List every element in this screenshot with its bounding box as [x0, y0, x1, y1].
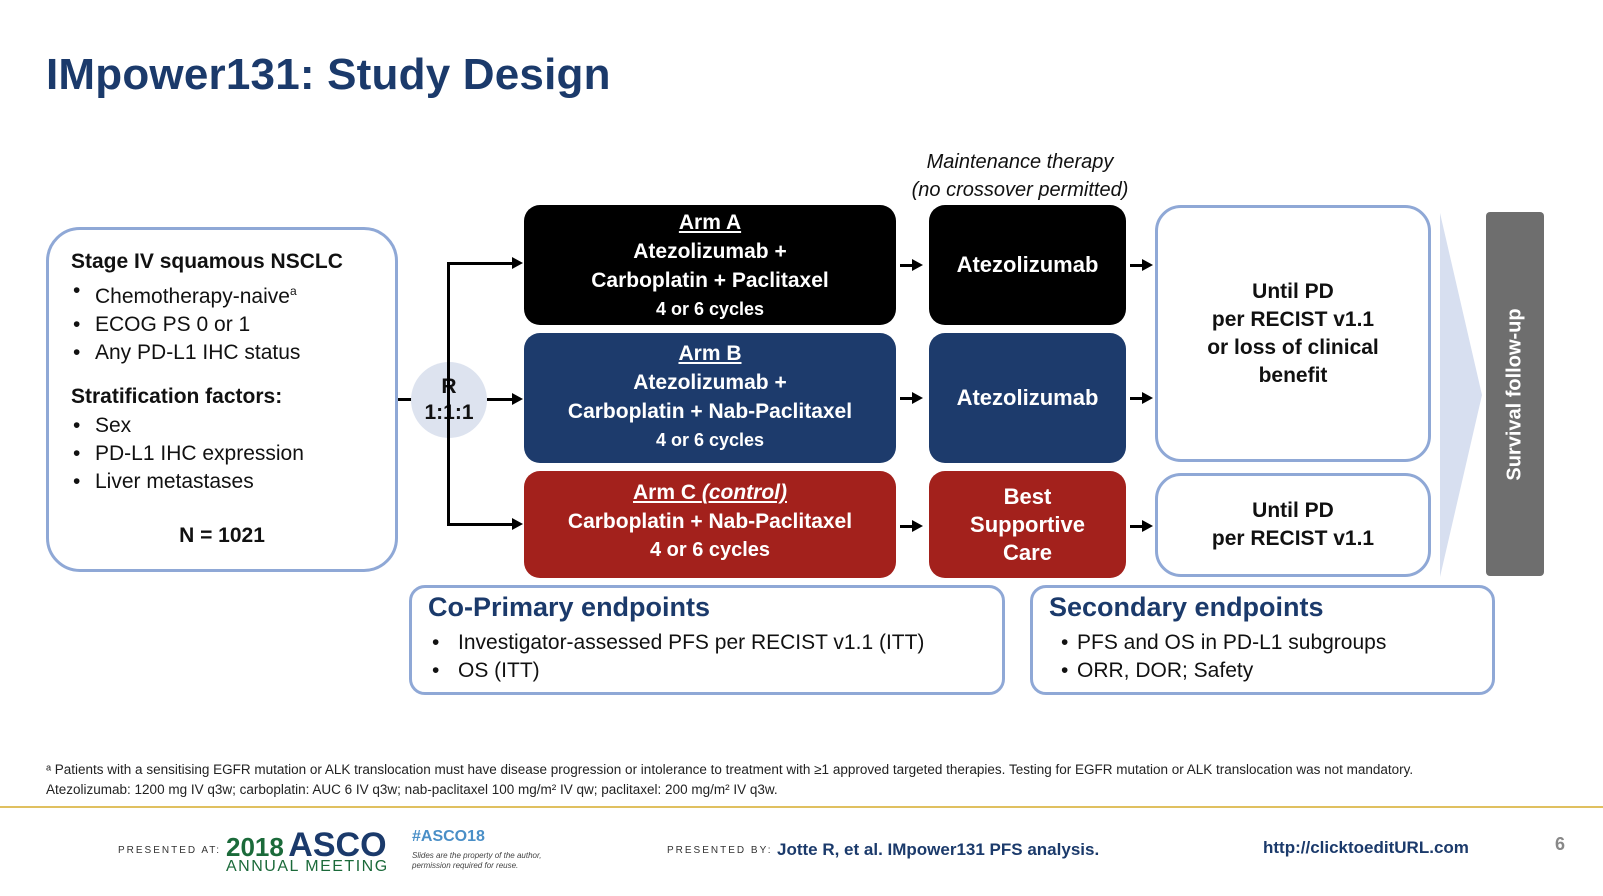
until-pd-box-ab: Until PD per RECIST v1.1 or loss of clin… — [1155, 205, 1431, 462]
branch-line — [447, 262, 512, 265]
list-item: •OS (ITT) — [432, 659, 540, 682]
branch-line — [487, 398, 512, 401]
disclaimer: Slides are the property of the author, p… — [412, 851, 542, 870]
connector-line — [398, 398, 412, 401]
arrow-icon — [912, 259, 923, 271]
arrow-icon — [512, 518, 523, 530]
list-item: Liver metastases — [71, 468, 395, 496]
page-number: 6 — [1555, 834, 1566, 854]
arrow-icon — [1142, 392, 1153, 404]
hashtag: #ASCO18 — [412, 828, 485, 845]
arrow-icon — [1142, 520, 1153, 532]
asco-logo: 2018 ASCO — [226, 826, 387, 864]
secondary-heading: Secondary endpoints — [1049, 592, 1324, 622]
arrow-icon — [512, 393, 523, 405]
sample-size: N = 1021 — [179, 524, 265, 547]
list-item: •ORR, DOR; Safety — [1061, 659, 1254, 682]
until-pd-box-c: Until PD per RECIST v1.1 — [1155, 473, 1431, 577]
list-item: Chemotherapy-naivea — [71, 277, 395, 311]
coprimary-heading: Co-Primary endpoints — [428, 592, 711, 622]
connector-line — [1130, 264, 1144, 267]
list-item: ECOG PS 0 or 1 — [71, 311, 395, 339]
connector-line — [1130, 397, 1144, 400]
maintenance-box-c: Best Supportive Care — [929, 471, 1126, 578]
arrow-icon — [1142, 259, 1153, 271]
criteria-list: Chemotherapy-naivea ECOG PS 0 or 1 Any P… — [71, 277, 395, 367]
arrow-icon — [912, 392, 923, 404]
survival-bar — [1486, 212, 1544, 576]
list-item: Sex — [71, 412, 395, 440]
maintenance-label: Maintenance therapy (no crossover permit… — [911, 151, 1129, 201]
footer-url-link[interactable]: http://clicktoeditURL.com — [1263, 838, 1469, 857]
list-item: •Investigator-assessed PFS per RECIST v1… — [432, 631, 925, 654]
arm-name: Arm A — [678, 211, 742, 234]
arrow-icon — [912, 520, 923, 532]
arm-c-box: Arm C (control) Carboplatin + Nab-Paclit… — [524, 471, 896, 578]
citation: Jotte R, et al. IMpower131 PFS analysis. — [777, 840, 1100, 859]
arm-a-box: Arm A Atezolizumab + Carboplatin + Pacli… — [524, 205, 896, 325]
connector-line — [1130, 525, 1144, 528]
branch-line — [447, 523, 512, 526]
maintenance-box-b: Atezolizumab — [929, 333, 1126, 463]
footnote: ᵃ Patients with a sensitising EGFR mutat… — [46, 762, 1414, 797]
connector-line — [900, 264, 914, 267]
survival-label: Survival follow-up — [1503, 307, 1526, 481]
coprimary-endpoints-box: Co-Primary endpoints •Investigator-asses… — [409, 585, 1005, 695]
population-box: Stage IV squamous NSCLC Chemotherapy-nai… — [46, 227, 398, 572]
branch-line — [447, 262, 450, 525]
list-item: PD-L1 IHC expression — [71, 440, 395, 468]
footer-divider — [0, 806, 1603, 808]
population-heading: Stage IV squamous NSCLC — [71, 250, 343, 273]
slide-title: IMpower131: Study Design — [46, 50, 611, 99]
stratification-list: Sex PD-L1 IHC expression Liver metastase… — [71, 412, 395, 496]
arm-b-box: Arm B Atezolizumab + Carboplatin + Nab-P… — [524, 333, 896, 463]
arm-name: Arm C (control) — [632, 481, 787, 504]
maintenance-box-a: Atezolizumab — [929, 205, 1126, 325]
arm-name: Arm B — [678, 342, 742, 365]
presented-at-label: PRESENTED AT: — [118, 845, 222, 856]
list-item: •PFS and OS in PD-L1 subgroups — [1061, 631, 1387, 654]
presented-by-label: PRESENTED BY: — [667, 845, 773, 856]
list-item: Any PD-L1 IHC status — [71, 339, 395, 367]
connector-line — [900, 525, 914, 528]
connector-line — [900, 397, 914, 400]
secondary-endpoints-box: Secondary endpoints •PFS and OS in PD-L1… — [1030, 585, 1495, 695]
stratification-heading: Stratification factors: — [71, 385, 283, 408]
asco-subtitle: ANNUAL MEETING — [226, 858, 389, 875]
chevron-arrow-icon — [1440, 213, 1482, 577]
arrow-icon — [512, 257, 523, 269]
